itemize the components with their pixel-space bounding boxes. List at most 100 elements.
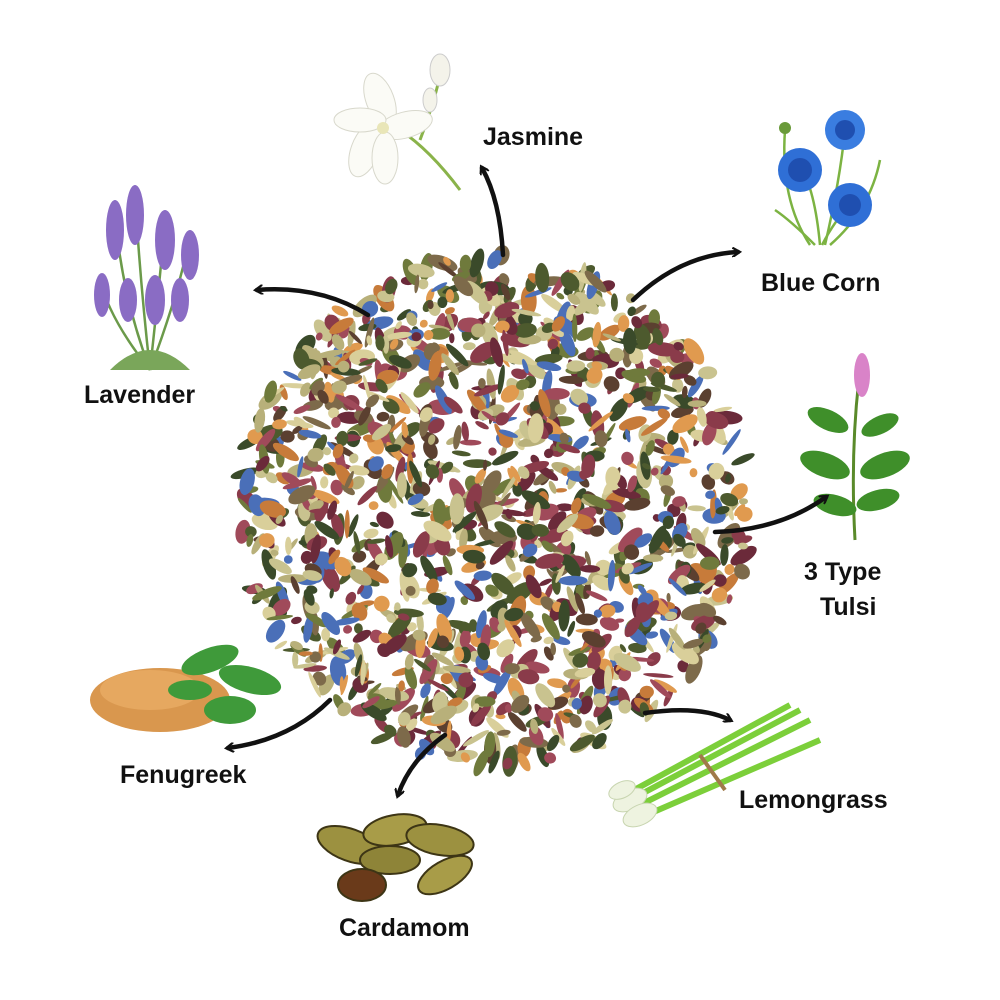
tea-particle <box>303 615 313 643</box>
tea-particle <box>657 408 671 420</box>
tea-particle <box>352 550 367 563</box>
tea-particle <box>410 511 431 517</box>
tea-particle <box>348 465 370 476</box>
tea-particle <box>532 502 541 525</box>
tea-particle <box>430 705 458 725</box>
tea-particle <box>525 574 542 599</box>
tea-particle <box>562 684 571 693</box>
tea-particle <box>537 707 554 722</box>
tea-particle <box>292 425 303 434</box>
tea-particle <box>462 342 476 351</box>
tea-particle <box>603 473 621 496</box>
tea-particle <box>738 542 748 550</box>
tea-particle <box>473 570 492 581</box>
tea-particle <box>649 679 672 699</box>
tea-particle <box>420 555 438 583</box>
tea-particle <box>313 319 332 342</box>
tea-particle <box>423 440 438 459</box>
tea-particle <box>427 592 447 606</box>
tea-particle <box>395 321 402 330</box>
tea-particle <box>397 711 411 726</box>
tea-particle <box>474 468 487 484</box>
tea-particle <box>697 602 717 618</box>
tea-particle <box>495 713 506 720</box>
tea-particle <box>321 612 341 635</box>
arrow-to-fenugreek <box>228 697 333 748</box>
tea-particle <box>530 635 542 643</box>
tea-particle <box>443 256 451 266</box>
tea-particle <box>261 549 277 580</box>
arrow-to-lavender <box>257 289 371 318</box>
tea-particle <box>633 323 651 346</box>
tea-particle <box>419 659 438 685</box>
tea-particle <box>687 505 706 512</box>
tea-particle <box>645 631 659 639</box>
tea-particle <box>566 586 579 612</box>
tea-particle <box>459 254 472 273</box>
tea-particle <box>466 389 488 414</box>
tea-particle <box>307 447 324 462</box>
tea-particle <box>598 324 621 341</box>
tea-particle <box>398 680 405 692</box>
arrow-to-tulsi <box>712 497 826 535</box>
tea-particle <box>331 305 349 317</box>
tea-particle <box>702 634 712 644</box>
tea-particle <box>427 679 449 692</box>
tea-particle <box>622 393 635 404</box>
tea-particle <box>547 678 567 689</box>
tea-particle <box>591 361 603 370</box>
tea-particle <box>619 644 627 653</box>
tea-particle <box>461 421 469 442</box>
tea-particle <box>418 278 429 290</box>
tea-particle <box>698 366 718 380</box>
tea-particle <box>573 299 594 316</box>
tea-particle <box>567 620 576 637</box>
tea-particle <box>538 389 551 418</box>
tea-particle <box>705 490 716 499</box>
tea-particle <box>460 596 469 606</box>
tea-particle <box>411 332 422 342</box>
cardamom-illustration <box>316 813 475 902</box>
tea-particle <box>385 535 394 558</box>
tea-particle <box>584 551 591 567</box>
tea-particle <box>673 341 684 351</box>
tea-particle <box>452 511 477 533</box>
tea-particle <box>340 674 349 696</box>
tea-particle <box>413 382 431 398</box>
tea-particle <box>546 734 560 752</box>
tea-particle <box>389 416 407 433</box>
tea-particle <box>322 447 332 456</box>
tea-particle <box>293 404 311 414</box>
tea-particle <box>555 565 565 583</box>
tea-particle <box>478 378 486 389</box>
tea-particle <box>460 752 471 763</box>
tea-particle <box>645 440 655 456</box>
tea-particle <box>662 443 675 455</box>
tea-particle <box>412 629 426 641</box>
tea-particle <box>358 405 371 426</box>
tea-particle <box>369 521 379 528</box>
tea-particle <box>516 523 537 540</box>
tea-particle <box>621 563 634 575</box>
tea-particle <box>489 540 514 565</box>
tea-particle <box>409 460 423 488</box>
tea-particle <box>331 416 341 428</box>
tea-particle <box>427 628 438 648</box>
tea-particle <box>725 501 734 521</box>
tea-particle <box>683 338 705 365</box>
tea-particle <box>386 613 396 623</box>
tea-particle <box>500 653 514 673</box>
tea-particle <box>668 627 686 650</box>
tea-particle <box>365 394 380 408</box>
tea-particle <box>541 540 554 553</box>
tea-particle <box>375 335 385 351</box>
tea-particle <box>445 309 455 331</box>
blue-cornflower-illustration <box>774 110 882 246</box>
tea-particle <box>388 354 412 369</box>
tea-particle <box>603 376 620 392</box>
tea-particle <box>344 509 350 539</box>
tea-particle <box>414 658 432 672</box>
tea-particle <box>554 403 567 415</box>
tea-particle <box>558 443 581 454</box>
tea-particle <box>345 591 357 605</box>
